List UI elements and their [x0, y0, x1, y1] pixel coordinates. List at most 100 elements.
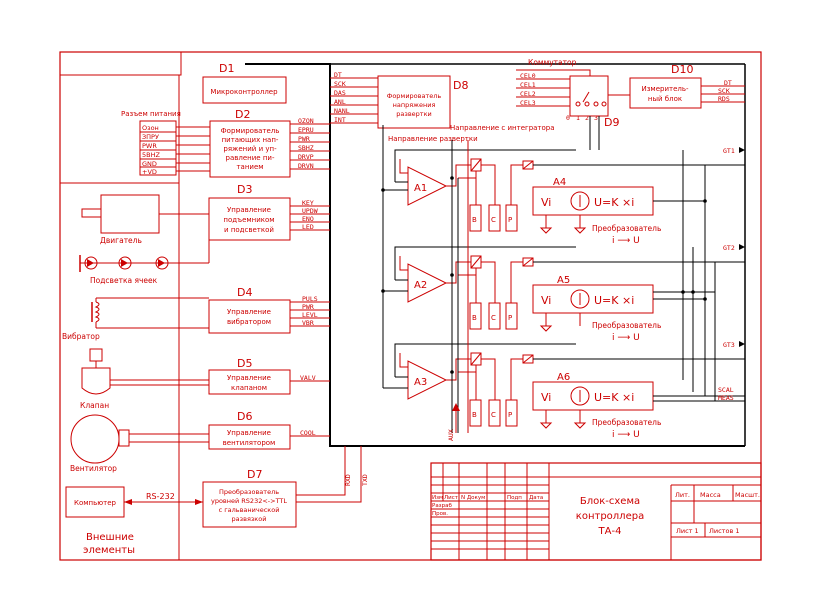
ch2-p-label: P — [508, 314, 512, 322]
d7-block — [202, 481, 297, 528]
d3-signals: KEY UPDW ENO LED — [290, 199, 330, 231]
sig-sck: SCK — [334, 80, 346, 88]
fan-label: Вентилятор — [70, 464, 117, 473]
sig-nanl: NANL — [334, 107, 350, 115]
tb-sheet: Лист 1 — [676, 527, 699, 535]
conv-a5-label: A5 — [557, 275, 570, 286]
d7-line-1: уровней RS232<->TTL — [211, 497, 287, 505]
d6-id: D6 — [237, 410, 252, 423]
ch1-c — [488, 204, 501, 232]
interrogator-dir-label: Направление с интегратора — [450, 124, 555, 132]
sig-puls: PULS — [302, 295, 318, 303]
d7-signals: RXD TXD — [296, 446, 369, 503]
valve-label: Клапан — [80, 401, 109, 410]
d10-line-0: Измеритель- — [641, 85, 689, 93]
d3-line-0: Управление — [227, 206, 271, 214]
sig-txd: TXD — [361, 474, 369, 486]
sig-cel3: CEL3 — [520, 99, 536, 107]
d2-signals: OZON EPRU PWR SBHZ DRVP DRVN — [290, 117, 330, 170]
d10-block — [629, 77, 702, 109]
d5-id: D5 — [237, 357, 252, 370]
conv-a4-vi: Vi — [541, 196, 551, 209]
d9-block — [569, 75, 609, 117]
d1-label: Микроконтроллер — [210, 88, 278, 96]
sig-cool: COOL — [300, 429, 316, 437]
motor-label: Двигатель — [100, 236, 142, 245]
d4-line-0: Управление — [227, 308, 271, 316]
sig-drvp: DRVP — [298, 153, 314, 161]
tb-title-0: Блок-схема — [580, 496, 640, 507]
d9-pin-0: 0 — [566, 114, 570, 122]
sig-d10-rds: RDS — [718, 95, 730, 103]
d3-block — [208, 197, 291, 241]
ch1-b-label: B — [472, 216, 477, 224]
conv-a5-vi: Vi — [541, 294, 551, 307]
tb-row-1: Пров. — [432, 511, 448, 517]
d6-line-0: Управление — [227, 429, 271, 437]
ch3-b-label: B — [472, 411, 477, 419]
sig-drvn: DRVN — [298, 162, 314, 170]
d2-line-0: Формирователь — [221, 127, 280, 135]
d8-block — [377, 75, 451, 129]
ch1-c-label: C — [491, 216, 496, 224]
d7-line-0: Преобразователь — [219, 488, 279, 496]
commutator-label: Коммутатор — [528, 58, 577, 67]
conv-a6-vi: Vi — [541, 391, 551, 404]
d10-signals: DT SCK RDS — [701, 79, 745, 103]
pin-4: GND — [142, 160, 157, 168]
tb-col-4: Дата — [529, 495, 543, 501]
conv-a4-caption: Преобразователь — [592, 224, 661, 233]
sig-updw: UPDW — [302, 207, 318, 215]
sig-eno: ENO — [302, 215, 314, 223]
d9-pin-2: 2 — [585, 114, 589, 122]
tb-lit: Лит. — [675, 491, 690, 499]
amp-a1 — [407, 166, 448, 206]
sig-pwr: PWR — [298, 135, 310, 143]
ch2-c-label: C — [491, 314, 496, 322]
pin-1: ЗПРУ — [142, 133, 159, 141]
sig-das: DAS — [334, 89, 346, 97]
tb-title-2: ТА-4 — [598, 526, 622, 537]
power-connector-title: Разъем питания — [121, 110, 181, 118]
frame-corner-box — [59, 51, 182, 76]
d7-id: D7 — [247, 468, 262, 481]
ch1-p-label: P — [508, 216, 512, 224]
d8-inputs: DT SCK DAS ANL NANL INT — [330, 71, 378, 124]
sig-vbr: VBR — [302, 319, 314, 327]
d4-line-1: вибратором — [227, 318, 271, 326]
d2-line-2: ряжений и уп- — [223, 145, 277, 153]
sig-dt: DT — [334, 71, 342, 79]
d2-id: D2 — [235, 108, 250, 121]
d6-line-1: вентилятором — [223, 439, 276, 447]
d3-line-2: и подсветкой — [224, 226, 274, 234]
computer-label: Компьютер — [74, 499, 117, 507]
title-block: Изм Лист N Докум Подп Дата Разраб Пров. … — [430, 462, 762, 561]
shared-buses: AUX GT1 GT2 GT3 SCAL MEAS — [381, 116, 745, 441]
sig-pwr-d4: PWR — [302, 303, 314, 311]
conv-a5-caption: Преобразователь — [592, 321, 661, 330]
channel-3: A3 B C P A6 Vi U=K ×i Преобразователь i … — [394, 343, 745, 440]
d2-line-1: питающих нап- — [222, 136, 279, 144]
ch1-b — [469, 204, 482, 232]
external-title-1: элементы — [83, 545, 135, 556]
tb-col-3: Подп — [507, 495, 522, 501]
conv-a6-formula: U=K ×i — [594, 391, 634, 404]
d3-id: D3 — [237, 183, 252, 196]
sig-gt2: GT2 — [723, 244, 735, 252]
sig-d10-dt: DT — [724, 79, 732, 87]
sig-levl: LEVL — [302, 311, 318, 319]
sig-d10-sck: SCK — [718, 87, 730, 95]
sweep-dir-label: Направление развертки — [388, 135, 478, 143]
sig-meas: MEAS — [718, 394, 734, 402]
d4-id: D4 — [237, 286, 252, 299]
tb-row-0: Разраб — [432, 503, 452, 509]
ch3-p-label: P — [508, 411, 512, 419]
channel-1: A1 B C P A4 Vi U=K ×i Преобразователь i … — [394, 149, 745, 246]
d3-line-1: подъемником — [223, 216, 274, 224]
d9-id: D9 — [604, 116, 619, 129]
d7-line-2: с гальванической — [219, 506, 280, 514]
pin-5: +VD — [142, 168, 157, 176]
amp-a1-label: A1 — [414, 183, 427, 194]
sig-rxd: RXD — [344, 474, 352, 486]
